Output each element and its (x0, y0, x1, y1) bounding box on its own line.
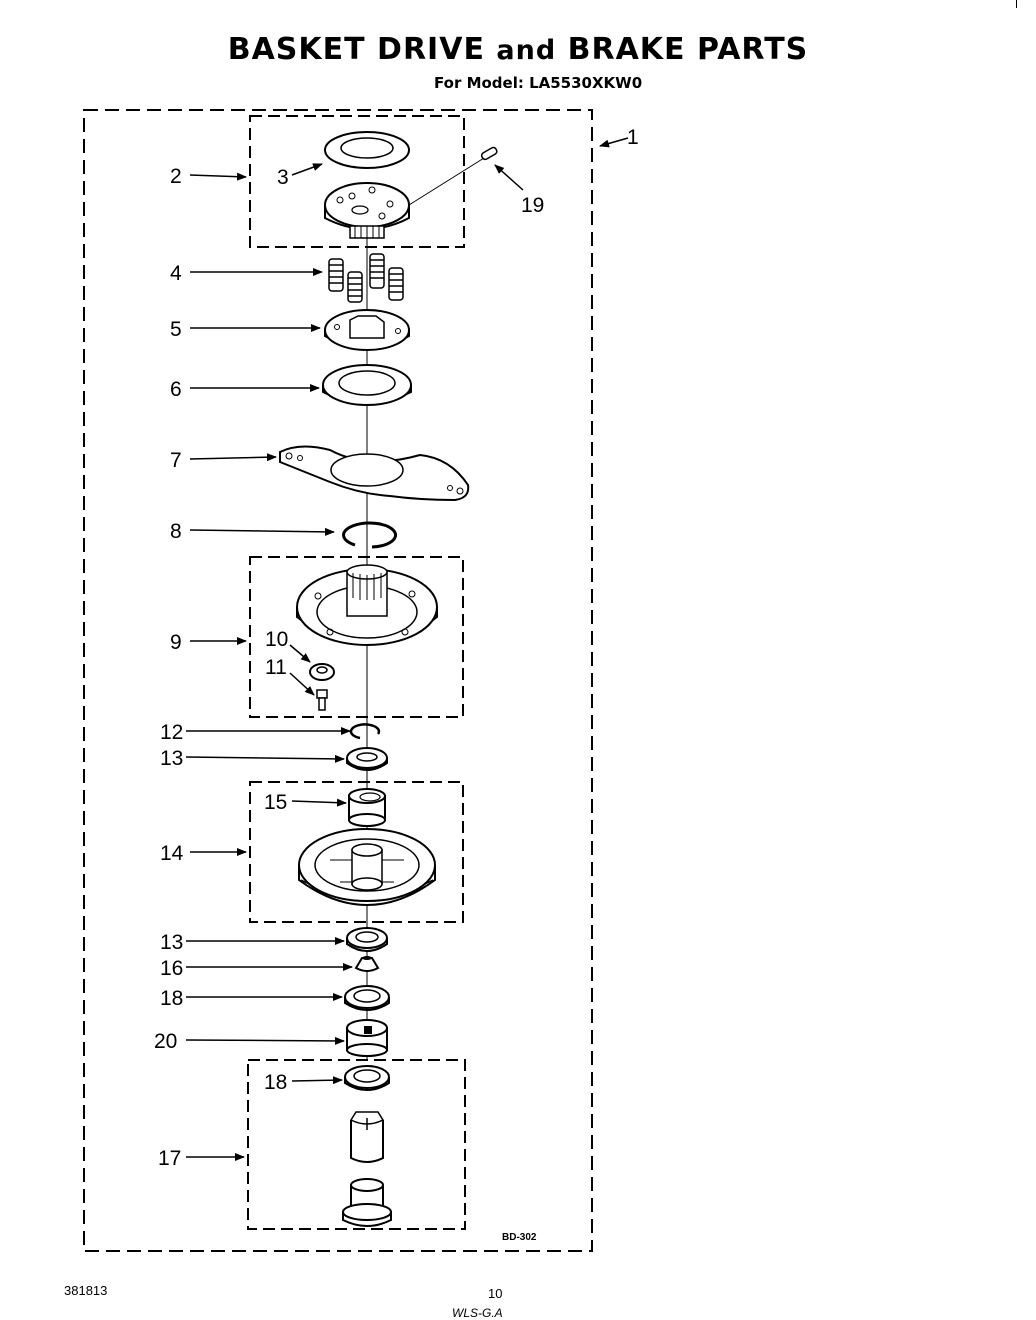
callout-11: 11 (265, 656, 287, 679)
subassembly-box-2 (249, 115, 465, 248)
callout-9: 9 (170, 631, 182, 654)
callout-1: 1 (627, 126, 639, 149)
part-18-bearing-upper (344, 985, 390, 1011)
subassembly-box-17 (247, 1059, 466, 1230)
callout-arrows (185, 137, 629, 1161)
callout-19: 19 (521, 194, 544, 217)
part-7-bracket (279, 445, 470, 502)
part-9-housing (296, 564, 438, 646)
model-subtitle: For Model: LA5530XKW0 (434, 74, 643, 92)
title-part-basket-drive: BASKET DRIVE (227, 32, 497, 67)
part-8-snap-ring (342, 521, 398, 549)
page-number: 10 (488, 1286, 503, 1301)
part-13-washer-lower (346, 927, 388, 952)
callout-20: 20 (154, 1030, 177, 1053)
assembly-outline-box (83, 109, 593, 1252)
subassembly-box-14 (249, 781, 464, 923)
part-3-washer (324, 131, 410, 169)
part-15-bushing (348, 788, 386, 827)
part-16-cone (354, 956, 380, 972)
part-6-washer (322, 364, 412, 406)
document-number: 381813 (64, 1283, 108, 1298)
callout-8: 8 (170, 520, 182, 543)
part-5-plate (324, 309, 410, 351)
part-17-shaft (342, 1111, 392, 1227)
callout-10: 10 (265, 628, 288, 651)
callout-14: 14 (160, 842, 184, 865)
callout-4: 4 (170, 262, 182, 285)
title-part-and: and (496, 35, 557, 66)
page-title: BASKET DRIVE and BRAKE PARTS (0, 32, 1036, 67)
corner-tick (1016, 0, 1017, 8)
title-part-brake-parts: BRAKE PARTS (556, 32, 809, 67)
callout-18-lower: 18 (264, 1071, 287, 1094)
callout-18-upper: 18 (160, 987, 183, 1010)
subassembly-box-9 (249, 556, 464, 718)
part-14-pulley (298, 828, 436, 906)
callout-7: 7 (170, 449, 182, 472)
callout-15: 15 (264, 791, 287, 814)
callout-13-lower: 13 (160, 931, 183, 954)
part-20-collar (346, 1019, 388, 1057)
callout-2: 2 (170, 165, 182, 188)
callout-12: 12 (160, 721, 183, 744)
callout-16: 16 (160, 957, 183, 980)
callout-6: 6 (170, 378, 182, 401)
part-18-bearing-lower (344, 1065, 390, 1091)
part-4-springs (328, 253, 404, 303)
diagram-reference-code: BD-302 (502, 1232, 537, 1243)
handwritten-note: WLS-G.A (452, 1306, 503, 1320)
callout-17: 17 (158, 1147, 181, 1170)
callout-13-upper: 13 (160, 747, 183, 770)
callout-5: 5 (170, 318, 182, 341)
part-13-washer-upper (346, 747, 388, 771)
callout-3: 3 (277, 166, 289, 189)
part-19-pin (408, 146, 498, 206)
part-12-retaining-ring (349, 723, 381, 740)
part-11-screw (316, 689, 328, 711)
part-2-clutch-hub (324, 182, 410, 239)
part-10-nut (309, 663, 335, 681)
